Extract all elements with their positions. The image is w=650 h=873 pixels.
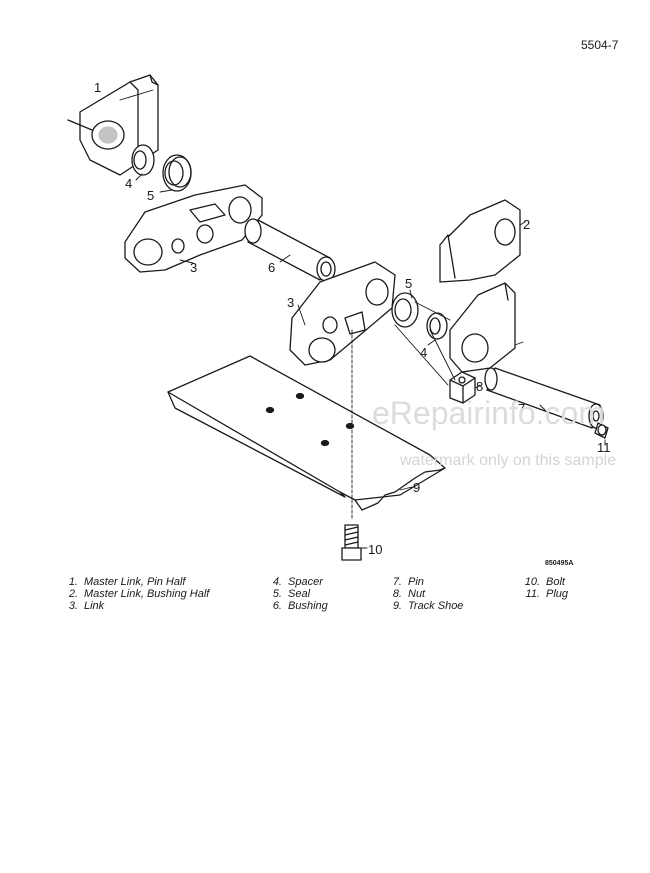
bolt: [341, 524, 362, 561]
callout-7: 7: [518, 401, 525, 416]
exploded-track-diagram: 1 2 3 3 4 4 5 5 6 7 8 9 10 11 850495A eR…: [67, 74, 616, 567]
master-link-bushing-half: [439, 199, 521, 283]
leader-lines: [119, 89, 606, 549]
legend-item-11: 11.Plug: [525, 588, 569, 600]
callout-5: 5: [147, 188, 154, 203]
callout-6: 6: [268, 260, 275, 275]
master-link-pin-half-top: [67, 74, 159, 176]
legend-item-4: 4.Spacer: [272, 576, 323, 588]
legend-item-3: 3.Link: [68, 600, 105, 612]
callout-3: 3: [287, 295, 294, 310]
callout-3: 3: [190, 260, 197, 275]
spacer-top: [131, 144, 155, 176]
bushing: [244, 218, 336, 282]
callout-1: 1: [94, 80, 101, 95]
seal-top: [162, 154, 192, 192]
watermark-brand: eRepairinfo.com: [372, 395, 605, 431]
callout-4: 4: [420, 345, 427, 360]
track-shoe: [167, 355, 446, 511]
parts-legend: 1.Master Link, Pin Half 2.Master Link, B…: [0, 576, 650, 626]
master-link-pin-half-right: [449, 282, 516, 373]
callout-10: 10: [368, 542, 382, 557]
legend-item-6: 6.Bushing: [272, 600, 328, 612]
callout-5: 5: [405, 276, 412, 291]
legend-item-8: 8.Nut: [392, 588, 426, 600]
figure-code: 850495A: [545, 560, 573, 567]
watermark-note: watermark only on this sample: [399, 452, 616, 469]
legend-item-2: 2.Master Link, Bushing Half: [68, 588, 210, 600]
callout-9: 9: [413, 480, 420, 495]
legend-item-10: 10.Bolt: [524, 576, 565, 588]
nut: [449, 371, 476, 404]
callout-11: 11: [597, 440, 611, 455]
legend-item-9: 9.Track Shoe: [392, 600, 464, 612]
link-center: [289, 261, 396, 366]
legend-item-7: 7.Pin: [392, 576, 424, 588]
page-number: 5504-7: [581, 38, 619, 52]
seal-center: [391, 292, 419, 328]
link-top: [124, 184, 263, 273]
plug: [594, 422, 609, 439]
callout-8: 8: [476, 379, 483, 394]
legend-item-5: 5.Seal: [272, 588, 311, 600]
legend-item-1: 1.Master Link, Pin Half: [68, 576, 186, 588]
callout-4: 4: [125, 176, 132, 191]
callout-2: 2: [523, 217, 530, 232]
pin: [484, 367, 604, 429]
